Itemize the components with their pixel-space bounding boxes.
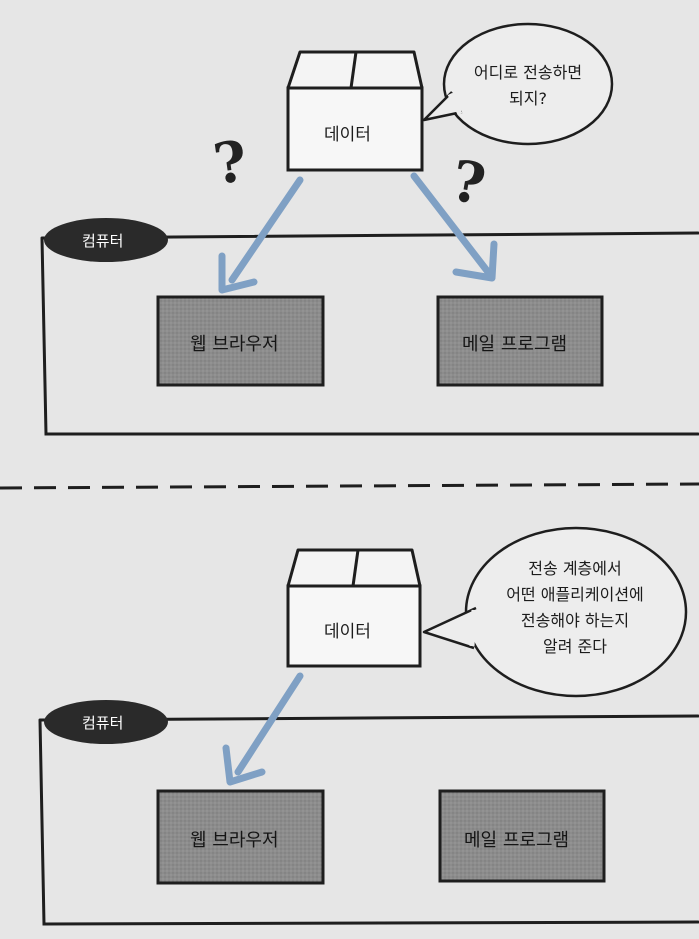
top-data-box-label: 데이터 bbox=[324, 125, 371, 145]
top-computer-tag-label: 컴퓨터 bbox=[82, 232, 124, 250]
bottom-speech-bubble bbox=[422, 526, 688, 698]
bottom-computer-tag bbox=[44, 700, 168, 744]
bottom-bubble-line-4: 알려 준다 bbox=[543, 637, 607, 656]
top-web-browser-label: 웹 브라우저 bbox=[190, 334, 279, 355]
bottom-bubble-line-1: 전송 계층에서 bbox=[528, 559, 622, 578]
top-bubble-line-1: 어디로 전송하면 bbox=[473, 63, 583, 82]
bottom-web-browser-box bbox=[156, 789, 325, 885]
top-arrow-left bbox=[218, 176, 304, 294]
bottom-computer-tag-label: 컴퓨터 bbox=[82, 714, 124, 732]
top-bubble-text: 어디로 전송하면 되지? bbox=[458, 60, 598, 112]
dashed-separator bbox=[0, 482, 699, 490]
top-arrow-right bbox=[410, 172, 498, 282]
bottom-mail-program-label: 메일 프로그램 bbox=[464, 830, 570, 851]
top-data-box bbox=[286, 50, 424, 172]
bottom-data-box-label: 데이터 bbox=[324, 622, 371, 642]
bottom-bubble-line-3: 전송해야 하는지 bbox=[520, 611, 630, 630]
bottom-bubble-text: 전송 계층에서 어떤 애플리케이션에 전송해야 하는지 알려 준다 bbox=[480, 556, 670, 660]
top-mail-program-label: 메일 프로그램 bbox=[462, 334, 568, 355]
bottom-bubble-line-2: 어떤 애플리케이션에 bbox=[506, 585, 644, 604]
bottom-web-browser-label: 웹 브라우저 bbox=[190, 830, 279, 851]
top-web-browser-box bbox=[156, 295, 325, 387]
top-mail-program-box bbox=[436, 295, 604, 387]
bottom-data-box bbox=[286, 548, 422, 668]
top-bubble-line-2: 되지? bbox=[509, 89, 547, 108]
top-speech-bubble bbox=[422, 22, 614, 146]
bottom-arrow-left bbox=[222, 672, 304, 786]
top-computer-tag bbox=[44, 218, 168, 262]
bottom-mail-program-box bbox=[438, 789, 606, 883]
